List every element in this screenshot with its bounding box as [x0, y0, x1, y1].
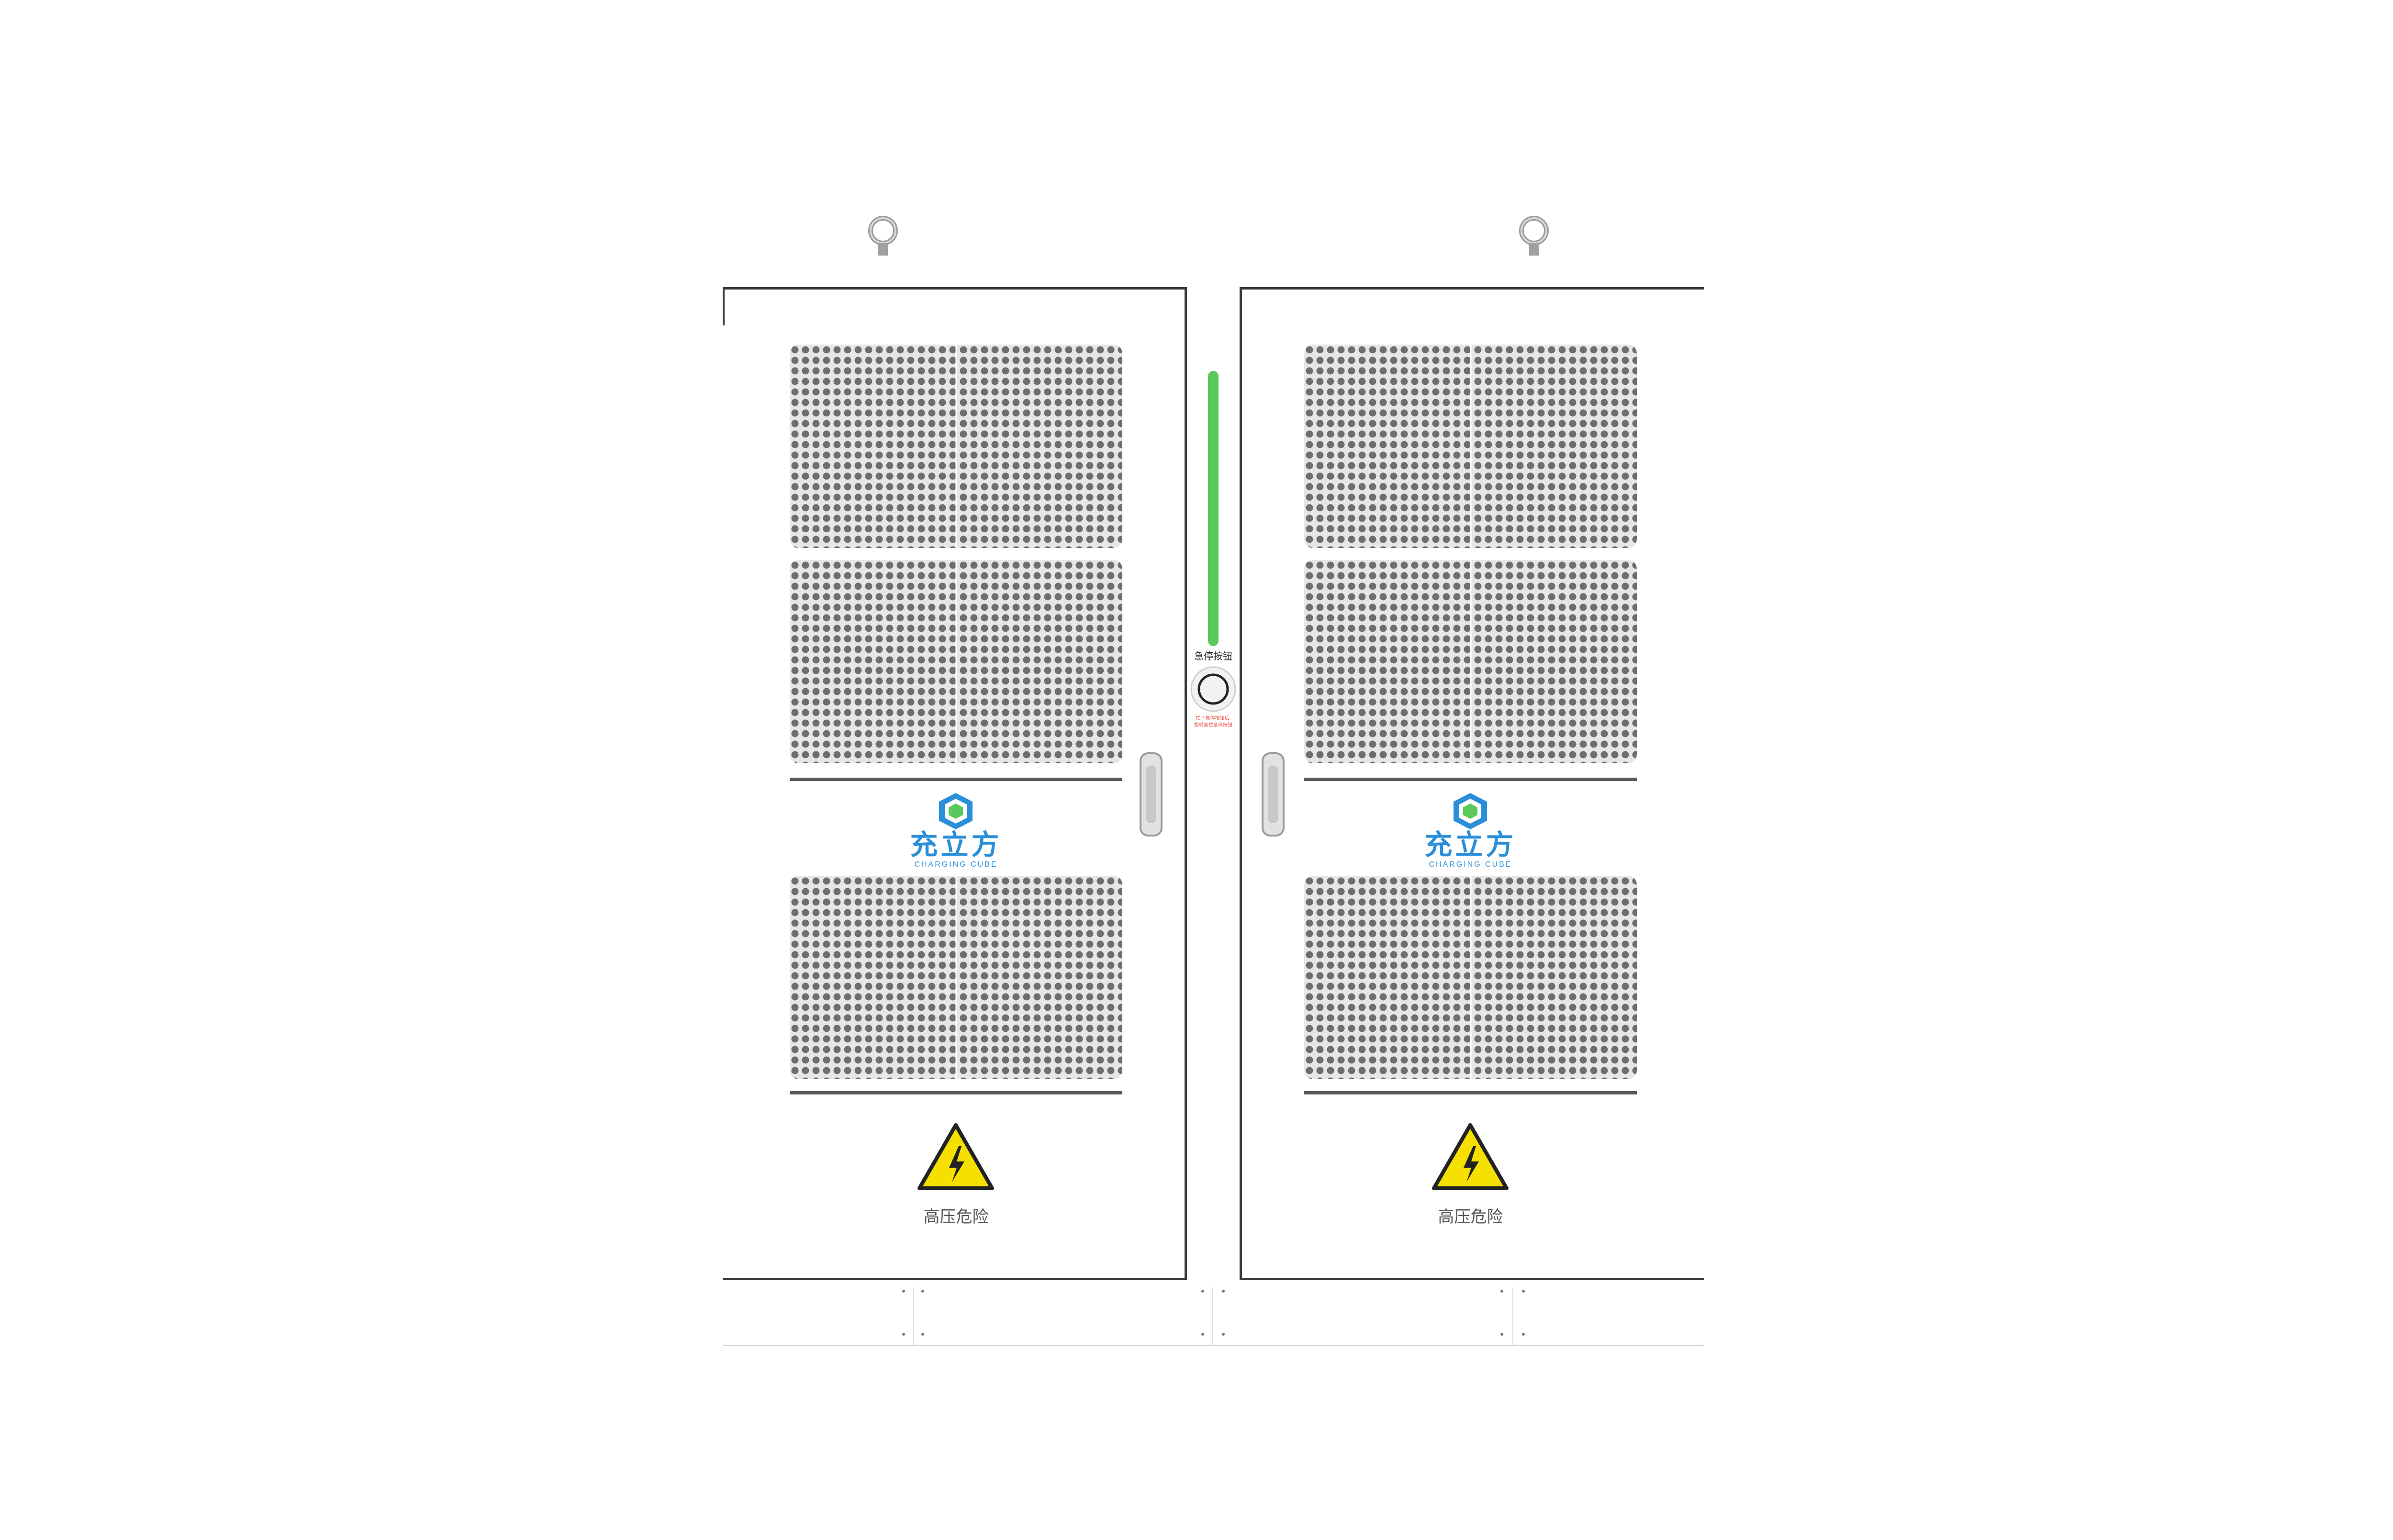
base-bolt — [1500, 1333, 1503, 1336]
vent-grill-icon — [790, 560, 1122, 763]
cube-logo-icon — [939, 793, 973, 829]
estop-note-2: 旋转复位急停按钮 — [1194, 723, 1232, 728]
grill-divider — [1304, 778, 1637, 781]
brand-name-cn: 充立方 — [910, 828, 1002, 861]
base-bolt — [1522, 1333, 1525, 1336]
base-bolt — [1201, 1333, 1204, 1336]
vent-grill-icon — [1304, 345, 1637, 548]
vent-grill-icon — [1304, 560, 1637, 763]
vent-grill-icon — [790, 345, 1122, 548]
base-bolt — [921, 1333, 924, 1336]
brand-name-en: CHARGING CUBE — [1429, 860, 1512, 869]
base-divider — [913, 1287, 914, 1345]
base-bolt — [902, 1333, 905, 1336]
base-bottom-line — [723, 1345, 1704, 1346]
base-bolt — [1222, 1333, 1225, 1336]
base-bolt — [1201, 1290, 1204, 1293]
warning-text: 高压危险 — [1438, 1208, 1503, 1226]
estop-label: 急停按钮 — [1194, 651, 1232, 662]
base-bolt — [1222, 1290, 1225, 1293]
base-divider — [1512, 1287, 1513, 1345]
base-bolt — [1522, 1290, 1525, 1293]
high-voltage-warning-icon — [917, 1123, 994, 1190]
brand-name-cn: 充立方 — [1424, 828, 1517, 861]
estop-note-1: 拍下急停按钮后, — [1196, 716, 1231, 721]
estop-button-icon[interactable] — [1189, 665, 1237, 713]
high-voltage-warning-icon — [1432, 1123, 1509, 1190]
base-bolt — [1500, 1290, 1503, 1293]
vent-grill-icon — [1304, 876, 1637, 1079]
door-handle-icon[interactable] — [1259, 751, 1287, 837]
door-handle-icon[interactable] — [1137, 751, 1165, 837]
base-bolt — [902, 1290, 905, 1293]
brand-name-en: CHARGING CUBE — [914, 860, 998, 869]
grill-divider — [1304, 1091, 1637, 1094]
grill-divider — [790, 1091, 1122, 1094]
left-eyebolt-icon — [868, 216, 898, 256]
right-eyebolt-icon — [1519, 216, 1549, 256]
cube-logo-icon — [1454, 793, 1487, 829]
grill-divider — [790, 778, 1122, 781]
base-divider — [1212, 1287, 1213, 1345]
warning-text: 高压危险 — [923, 1208, 989, 1226]
status-led-bar — [1208, 371, 1219, 646]
left-door-top-lip — [723, 287, 725, 325]
vent-grill-icon — [790, 876, 1122, 1079]
base-bolt — [921, 1290, 924, 1293]
